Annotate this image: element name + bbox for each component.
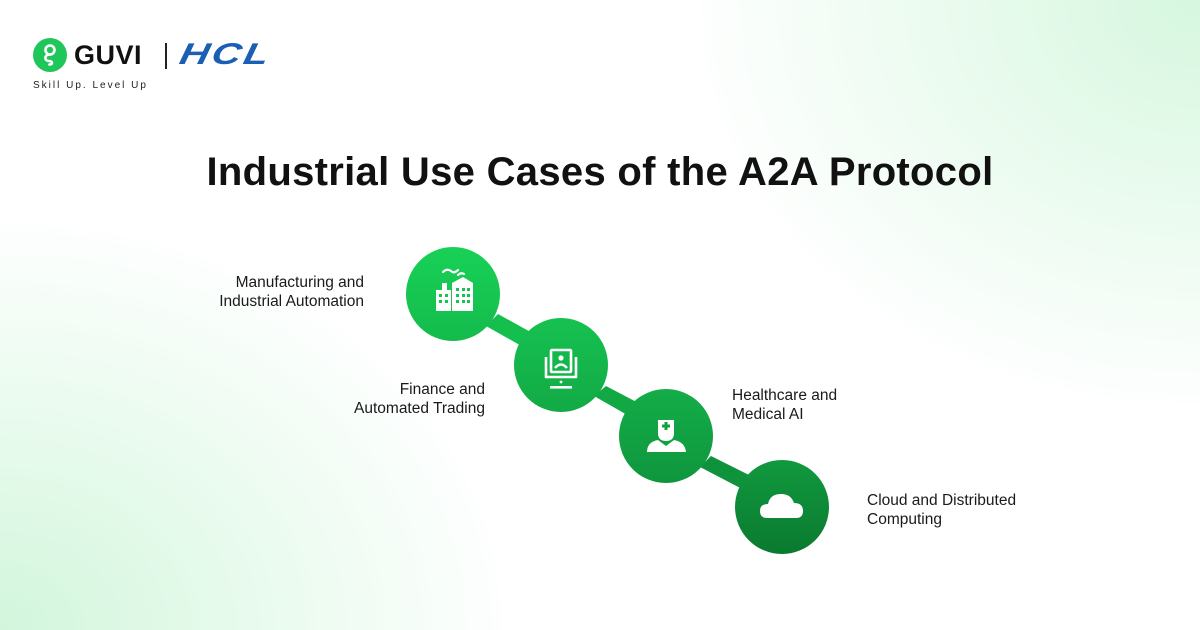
label-manufacturing: Manufacturing and Industrial Automation	[219, 274, 364, 310]
guvi-wordmark: GUVI	[74, 40, 143, 70]
doctor-icon	[647, 420, 686, 452]
node-cloud	[735, 460, 829, 554]
node-healthcare	[619, 389, 713, 483]
brand-tagline: Skill Up. Level Up	[33, 80, 148, 91]
page-title: Industrial Use Cases of the A2A Protocol	[206, 150, 994, 194]
label-finance: Finance and Automated Trading	[354, 381, 485, 417]
label-healthcare: Healthcare and Medical AI	[732, 387, 838, 423]
node-manufacturing	[406, 247, 500, 341]
cloud-icon	[760, 494, 803, 518]
node-finance	[514, 318, 608, 412]
logo-divider	[165, 43, 167, 69]
guvi-logo-icon	[33, 38, 67, 72]
factory-icon	[436, 268, 473, 311]
monitor-dollar-icon	[544, 348, 578, 389]
brand-logo: GUVI HCL Skill Up. Level Up	[33, 38, 323, 94]
label-cloud: Cloud and Distributed Computing	[867, 492, 1017, 528]
